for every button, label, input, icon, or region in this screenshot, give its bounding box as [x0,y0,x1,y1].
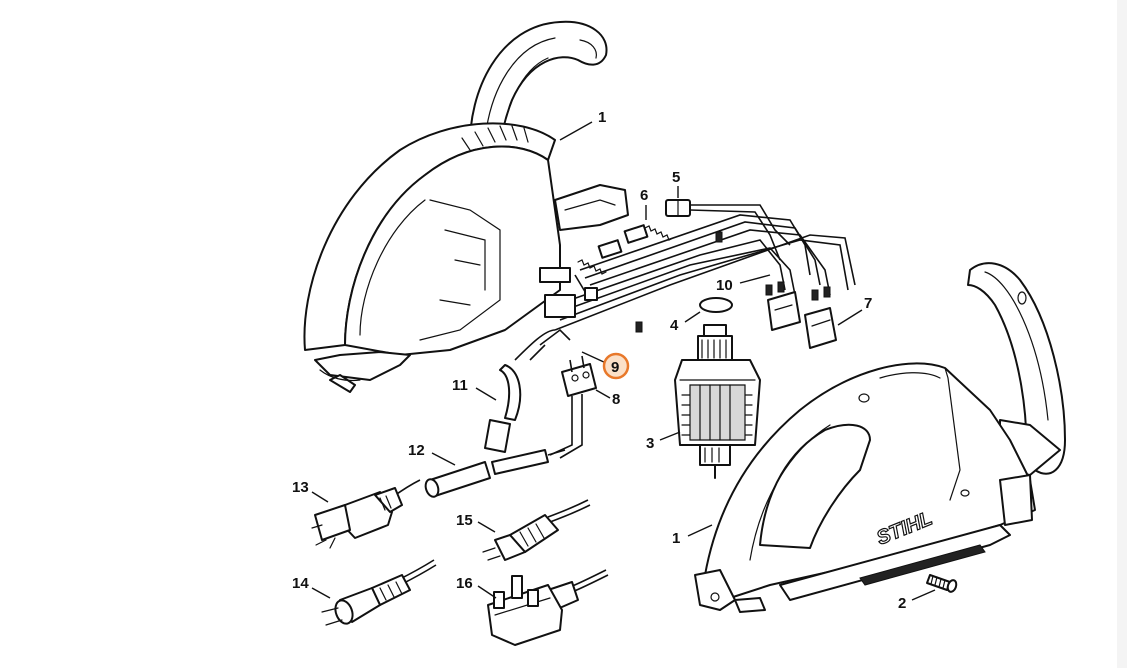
label-11: 11 [452,377,468,394]
o-ring-part[interactable] [699,297,733,313]
cable-sleeve-part[interactable] [484,329,556,453]
label-12: 12 [408,442,425,459]
screw-part[interactable] [926,574,958,593]
label-15: 15 [456,512,473,529]
label-10: 10 [716,277,733,294]
label-9[interactable]: 9 [611,359,619,376]
scrollbar[interactable] [1117,0,1127,668]
plug-14-part[interactable] [321,559,437,626]
label-6: 6 [640,187,648,204]
plug-16-part[interactable] [487,569,609,646]
label-14: 14 [292,575,309,592]
label-16: 16 [456,575,473,592]
terminal-block-part[interactable] [549,355,597,459]
housing-right-part[interactable] [694,262,1066,613]
label-8: 8 [612,391,620,408]
label-2: 2 [898,595,906,612]
label-5: 5 [672,169,680,186]
label-3: 3 [646,435,654,452]
wiring-harness-part[interactable] [529,204,856,361]
label-1-top: 1 [598,109,606,126]
housing-left-part[interactable] [303,20,629,393]
label-1-bottom: 1 [672,530,680,547]
label-4: 4 [670,317,679,334]
plug-15-part[interactable] [482,499,591,561]
carbon-brush-part[interactable] [577,224,674,275]
label-7: 7 [864,295,872,312]
connector-block-part[interactable] [665,199,691,217]
switch-part[interactable] [767,291,837,349]
armature-motor-part[interactable] [674,324,761,479]
power-cord-part[interactable] [424,449,566,498]
plug-13-part[interactable] [311,479,421,549]
selected-part-highlight[interactable] [602,352,630,380]
label-13: 13 [292,479,309,496]
